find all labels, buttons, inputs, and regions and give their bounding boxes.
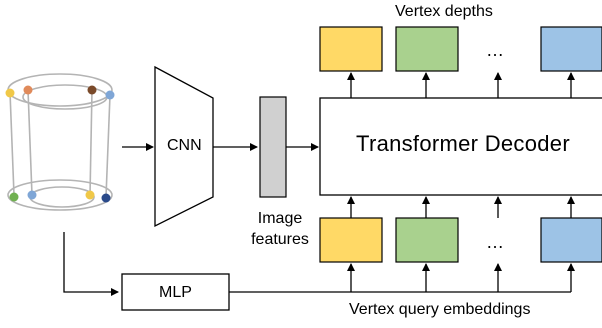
vertex-dot: [23, 85, 33, 95]
depth-token-green: [395, 26, 459, 72]
vertex-dot: [5, 88, 15, 98]
depth-token-yellow: [319, 26, 383, 72]
vertex-dot: [27, 190, 37, 200]
cylinder-illustration: [7, 73, 113, 211]
vertex-dot: [101, 193, 111, 203]
cylinder-edge: [105, 94, 111, 198]
query-token-yellow: [319, 217, 383, 263]
mlp-box: [121, 273, 230, 311]
image-features-label-line1: Image: [257, 210, 303, 227]
image-features-block: [259, 96, 287, 198]
vertex-query-embeddings-label: Vertex query embeddings: [349, 301, 531, 318]
cylinder-edge: [9, 91, 15, 196]
query-ellipsis: …: [486, 232, 505, 252]
arrow-input-to-mlp: [63, 232, 119, 296]
vertex-dot: [87, 85, 97, 95]
cylinder-edge: [89, 89, 93, 196]
image-features-label-line2: features: [251, 231, 309, 248]
vertex-dot: [9, 192, 19, 202]
query-token-blue: [540, 217, 602, 263]
transformer-decoder-label: Transformer Decoder: [356, 131, 570, 156]
depth-token-blue: [540, 26, 602, 72]
depth-ellipsis: …: [486, 40, 505, 60]
cylinder-vertices: [5, 85, 115, 203]
vertex-dot: [85, 190, 95, 200]
cylinder-edge: [27, 89, 33, 196]
vertex-dot: [105, 90, 115, 100]
cylinder-bottom-outer-ring: [7, 179, 113, 211]
query-token-green: [395, 217, 459, 263]
image-features-label: Image features: [248, 208, 312, 250]
cnn-block: [154, 65, 214, 228]
transformer-decoder-box: [319, 97, 602, 196]
vertex-depths-label: Vertex depths: [395, 3, 493, 20]
mlp-label: MLP: [159, 284, 192, 301]
cnn-label: CNN: [167, 137, 202, 154]
cylinder-bottom-inner-ring: [29, 186, 95, 208]
